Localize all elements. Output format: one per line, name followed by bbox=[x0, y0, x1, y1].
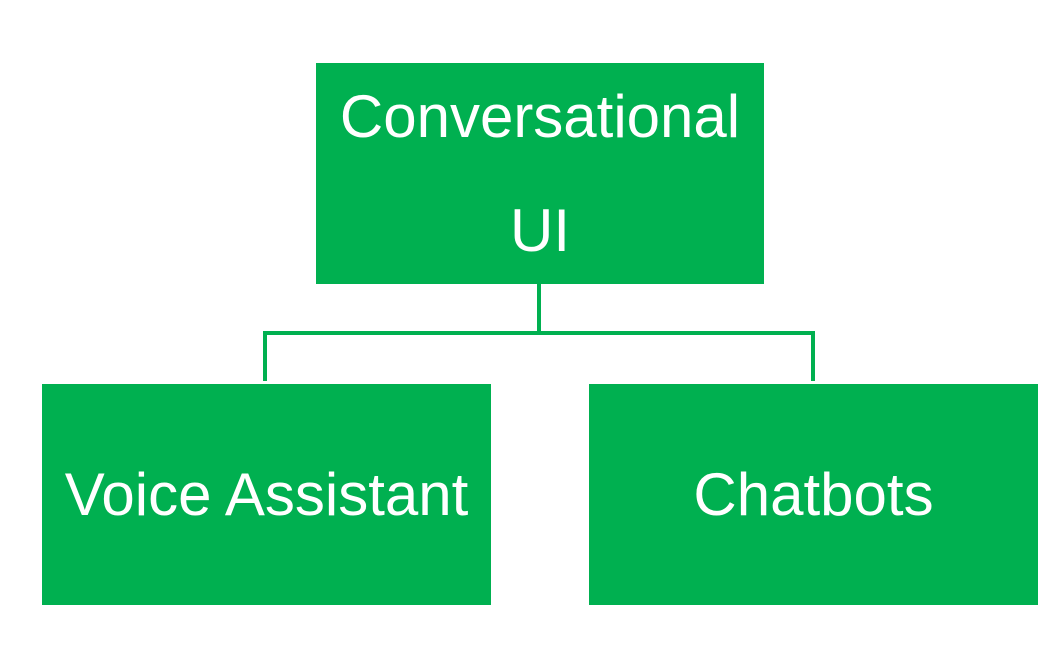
child-node-chatbots: Chatbots bbox=[589, 384, 1038, 605]
child-node-voice-assistant: Voice Assistant bbox=[42, 384, 491, 605]
connector-right-drop bbox=[811, 331, 815, 381]
child-node-voice-assistant-label: Voice Assistant bbox=[64, 461, 469, 528]
child-node-chatbots-label: Chatbots bbox=[693, 461, 934, 528]
root-node-conversational-ui: Conversational UI bbox=[316, 63, 764, 284]
connector-horizontal-bar bbox=[263, 331, 815, 335]
connector-left-drop bbox=[263, 331, 267, 381]
connector-root-stem bbox=[537, 284, 541, 333]
root-node-label: Conversational UI bbox=[339, 82, 741, 264]
